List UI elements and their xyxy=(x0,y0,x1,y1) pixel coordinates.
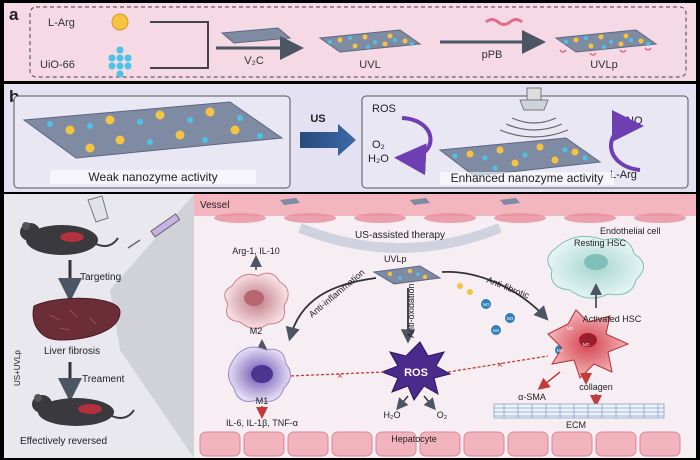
svg-text:NO: NO xyxy=(583,342,590,347)
o2-label-b: O₂ xyxy=(372,139,385,151)
ppb-label: pPB xyxy=(482,49,503,61)
us-therapy-label: US-assisted therapy xyxy=(355,230,445,241)
ros-conversion-arrow xyxy=(394,116,433,176)
svg-text:NO: NO xyxy=(483,302,490,307)
resting-hsc-icon xyxy=(547,235,644,299)
arg1-il10-label: Arg-1, IL-10 xyxy=(232,246,280,256)
weak-activity-label: Weak nanozyme activity xyxy=(88,170,217,184)
ultrasound-probe-icon xyxy=(499,87,569,138)
v2c-label: V₂C xyxy=(244,55,264,67)
ultrasound-probe-c-icon xyxy=(87,195,109,223)
mouse-icon-bottom xyxy=(32,394,135,426)
us-label: US xyxy=(310,113,325,125)
ros-to-hsc-inhibition xyxy=(447,355,549,373)
no-molecule-labels: NO NO NO NO NO NO xyxy=(483,302,590,353)
uio66-crystals-icon xyxy=(108,46,132,78)
svg-text:NO: NO xyxy=(557,348,564,353)
inhibit-mark-2: × xyxy=(497,360,503,371)
l-arg-label-b: L-Arg xyxy=(610,169,637,181)
uvl-label: UVL xyxy=(359,59,380,71)
panel-a-dashed-frame xyxy=(29,6,687,78)
o2-label-c: O₂ xyxy=(437,410,448,420)
cytokines-label: IL-6, IL-1β, TNF-α xyxy=(226,418,298,428)
m1-macrophage-icon xyxy=(228,346,291,402)
enhanced-sheet-icon xyxy=(438,137,602,177)
enhanced-label-backdrop xyxy=(440,172,614,185)
inhibit-mark-1: × xyxy=(337,371,343,382)
panel-a-letter: a xyxy=(9,5,19,24)
us-therapy-band xyxy=(298,223,502,253)
liver-icon xyxy=(32,297,121,341)
svg-text:NO: NO xyxy=(567,326,574,331)
uvlp-sheet-icon xyxy=(554,29,658,56)
h2o-label-c: H₂O xyxy=(384,410,401,420)
svg-text:NO: NO xyxy=(507,316,514,321)
weak-label-backdrop xyxy=(50,170,256,184)
ros-to-m1-inhibition xyxy=(289,371,385,377)
bracket-connector xyxy=(150,21,209,69)
mouse-icon-top xyxy=(20,222,119,255)
ecm-mesh xyxy=(493,403,665,419)
activated-hsc-label: Activated HSC xyxy=(583,314,642,324)
us-arrow xyxy=(300,124,356,156)
m1-label: M1 xyxy=(256,396,269,406)
l-arg-release-dots xyxy=(457,283,473,295)
anti-oxidation-label: Anti-oxidation xyxy=(406,283,416,338)
syringe-icon xyxy=(127,213,181,249)
uvl-sheet-icon xyxy=(318,29,422,53)
treatment-label: Treament xyxy=(82,374,125,385)
vessel-band xyxy=(194,194,696,216)
sma-arrow xyxy=(537,371,561,390)
m2-macrophage-icon xyxy=(224,272,289,329)
no-generation-arrow xyxy=(609,110,644,172)
h2o-label-b: H₂O xyxy=(368,153,389,165)
hepatocyte-label: Hepatocyte xyxy=(391,434,437,444)
resting-hsc-label: Resting HSC xyxy=(574,238,627,248)
l-arg-label: L-Arg xyxy=(48,17,75,29)
uvlp-sheet-c-icon xyxy=(372,265,442,285)
anti-inflammation-arrow xyxy=(285,277,377,342)
ros-label-c: ROS xyxy=(404,367,428,379)
ros-starburst-icon xyxy=(380,341,452,402)
targeting-label: Targeting xyxy=(80,272,121,283)
uvlp-label-c: UVLp xyxy=(384,254,407,264)
ecm-label: ECM xyxy=(566,420,586,430)
ppb-polymer-icon xyxy=(485,18,523,26)
endothelial-cell-label: Endothelial cell xyxy=(600,226,661,236)
uio66-label: UiO-66 xyxy=(40,59,75,71)
ros-to-h2o-arrow xyxy=(396,395,409,411)
uvlp-label: UVLp xyxy=(590,59,618,71)
effectively-reversed-label: Effectively reversed xyxy=(20,436,107,447)
m2-label: M2 xyxy=(250,326,263,336)
us-uvlp-side-label: US+UVLp xyxy=(13,350,22,386)
panel-b-letter: b xyxy=(9,87,19,106)
enhanced-activity-label: Enhanced nanozyme activity xyxy=(451,171,604,185)
weak-sheet-icon xyxy=(22,101,284,159)
vessel-label: Vessel xyxy=(200,200,229,211)
liver-fibrosis-label: Liver fibrosis xyxy=(44,346,100,357)
hepatocyte-layer xyxy=(199,431,681,457)
l-arg-sphere-icon xyxy=(111,13,129,31)
alpha-sma-label: α-SMA xyxy=(518,392,546,402)
vessel-nanosheets xyxy=(280,198,520,205)
endothelial-cells xyxy=(214,213,686,223)
anti-fibrotic-arrow xyxy=(441,271,549,321)
svg-text:NO: NO xyxy=(493,328,500,333)
activated-hsc-icon xyxy=(547,309,630,379)
ros-to-o2-arrow xyxy=(423,395,436,411)
collagen-label: collagen xyxy=(579,382,613,392)
ros-label-b: ROS xyxy=(372,103,396,115)
zoom-cone xyxy=(110,194,194,458)
